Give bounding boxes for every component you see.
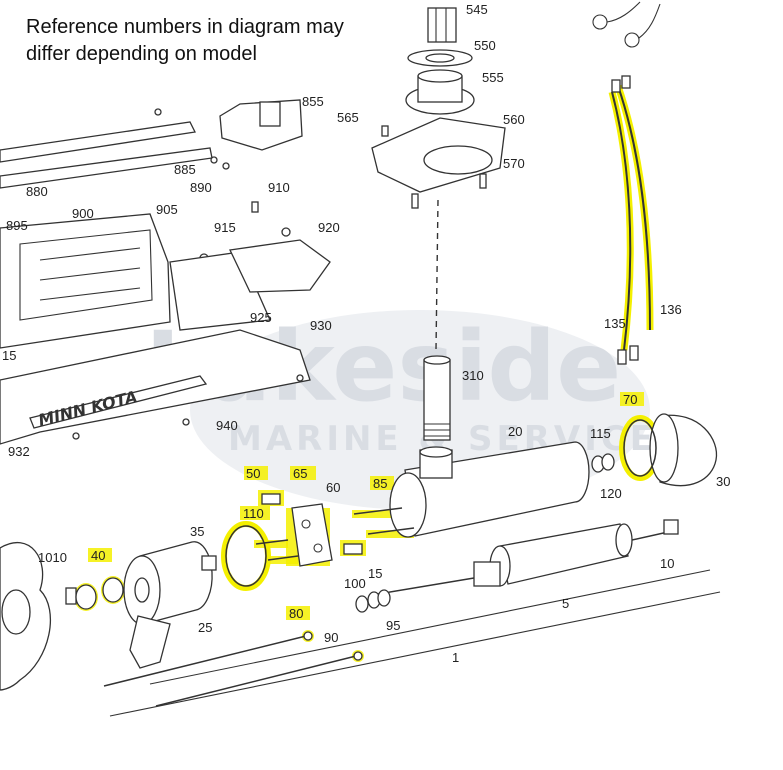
control-head-cover: MINN KOTA	[0, 213, 331, 445]
reference-note-line1: Reference numbers in diagram may	[26, 16, 344, 38]
highlight-label-65	[290, 466, 316, 480]
label-545: 545	[466, 2, 488, 17]
label-10: 10	[660, 556, 674, 571]
label-932: 932	[8, 444, 30, 459]
control-head-parts	[0, 99, 303, 263]
label-905: 905	[156, 202, 178, 217]
label-50: 50	[246, 466, 260, 481]
label-940: 940	[216, 418, 238, 433]
label-100: 100	[344, 576, 366, 591]
label-560: 560	[503, 112, 525, 127]
highlight-label-80	[286, 606, 310, 620]
end-housing-25	[123, 541, 217, 669]
highlight-bolt-85b	[366, 530, 414, 538]
label-885: 885	[174, 162, 196, 177]
steering-housing-assembly	[371, 7, 506, 351]
label-110: 110	[243, 506, 264, 521]
label-1010: 1010	[38, 550, 67, 565]
label-550: 550	[474, 38, 496, 53]
propeller-area	[0, 542, 124, 691]
highlight-label-85	[370, 476, 394, 490]
label-555: 555	[482, 70, 504, 85]
highlight-wire-136	[614, 84, 654, 331]
label-5: 5	[562, 596, 569, 611]
armature-5	[109, 519, 721, 717]
label-310: 310	[462, 368, 484, 383]
highlight-label-70	[620, 392, 644, 406]
motor-housing-20	[389, 441, 590, 538]
highlight-bolt-85a	[352, 510, 402, 518]
label-15-bottom: 15	[368, 566, 382, 581]
highlight-bolt-110a	[254, 540, 288, 548]
thru-bolts	[103, 631, 363, 707]
part-labels: 545 550 555 855 565 560 570 880 885 890 …	[2, 2, 730, 665]
label-90: 90	[324, 630, 338, 645]
label-920: 920	[318, 220, 340, 235]
label-40: 40	[91, 548, 105, 563]
label-925: 925	[250, 310, 272, 325]
reference-note: Reference numbers in diagram may differ …	[26, 14, 344, 68]
label-85: 85	[373, 476, 387, 491]
label-900: 900	[72, 206, 94, 221]
label-65: 65	[293, 466, 307, 481]
label-70: 70	[623, 392, 637, 407]
reference-note-line2: differ depending on model	[26, 43, 257, 65]
label-565: 565	[337, 110, 359, 125]
highlight-label-50	[244, 466, 268, 480]
label-20: 20	[508, 424, 522, 439]
motor-wires-135-136	[611, 75, 651, 365]
nose-cone-assembly	[591, 413, 718, 487]
label-136: 136	[660, 302, 682, 317]
label-15-top: 15	[2, 348, 16, 363]
label-95: 95	[386, 618, 400, 633]
label-135: 135	[604, 316, 626, 331]
label-890: 890	[190, 180, 212, 195]
label-30: 30	[716, 474, 730, 489]
label-80: 80	[289, 606, 303, 621]
wire-terminals-top	[592, 1, 661, 48]
label-880: 880	[26, 184, 48, 199]
label-930: 930	[310, 318, 332, 333]
label-35: 35	[190, 524, 204, 539]
label-1: 1	[452, 650, 459, 665]
label-855: 855	[302, 94, 324, 109]
highlight-o-ring-110	[221, 521, 271, 591]
highlight-label-110	[240, 506, 270, 520]
shaft-collar-310	[423, 355, 451, 441]
highlight-bolt-110b	[266, 556, 298, 564]
label-115: 115	[590, 426, 611, 441]
label-25: 25	[198, 620, 212, 635]
label-570: 570	[503, 156, 525, 171]
label-895: 895	[6, 218, 28, 233]
label-910: 910	[268, 180, 290, 195]
label-60: 60	[326, 480, 340, 495]
highlight-label-40	[88, 548, 112, 562]
brush-end-assembly	[225, 493, 415, 613]
label-120: 120	[600, 486, 622, 501]
label-915: 915	[214, 220, 236, 235]
